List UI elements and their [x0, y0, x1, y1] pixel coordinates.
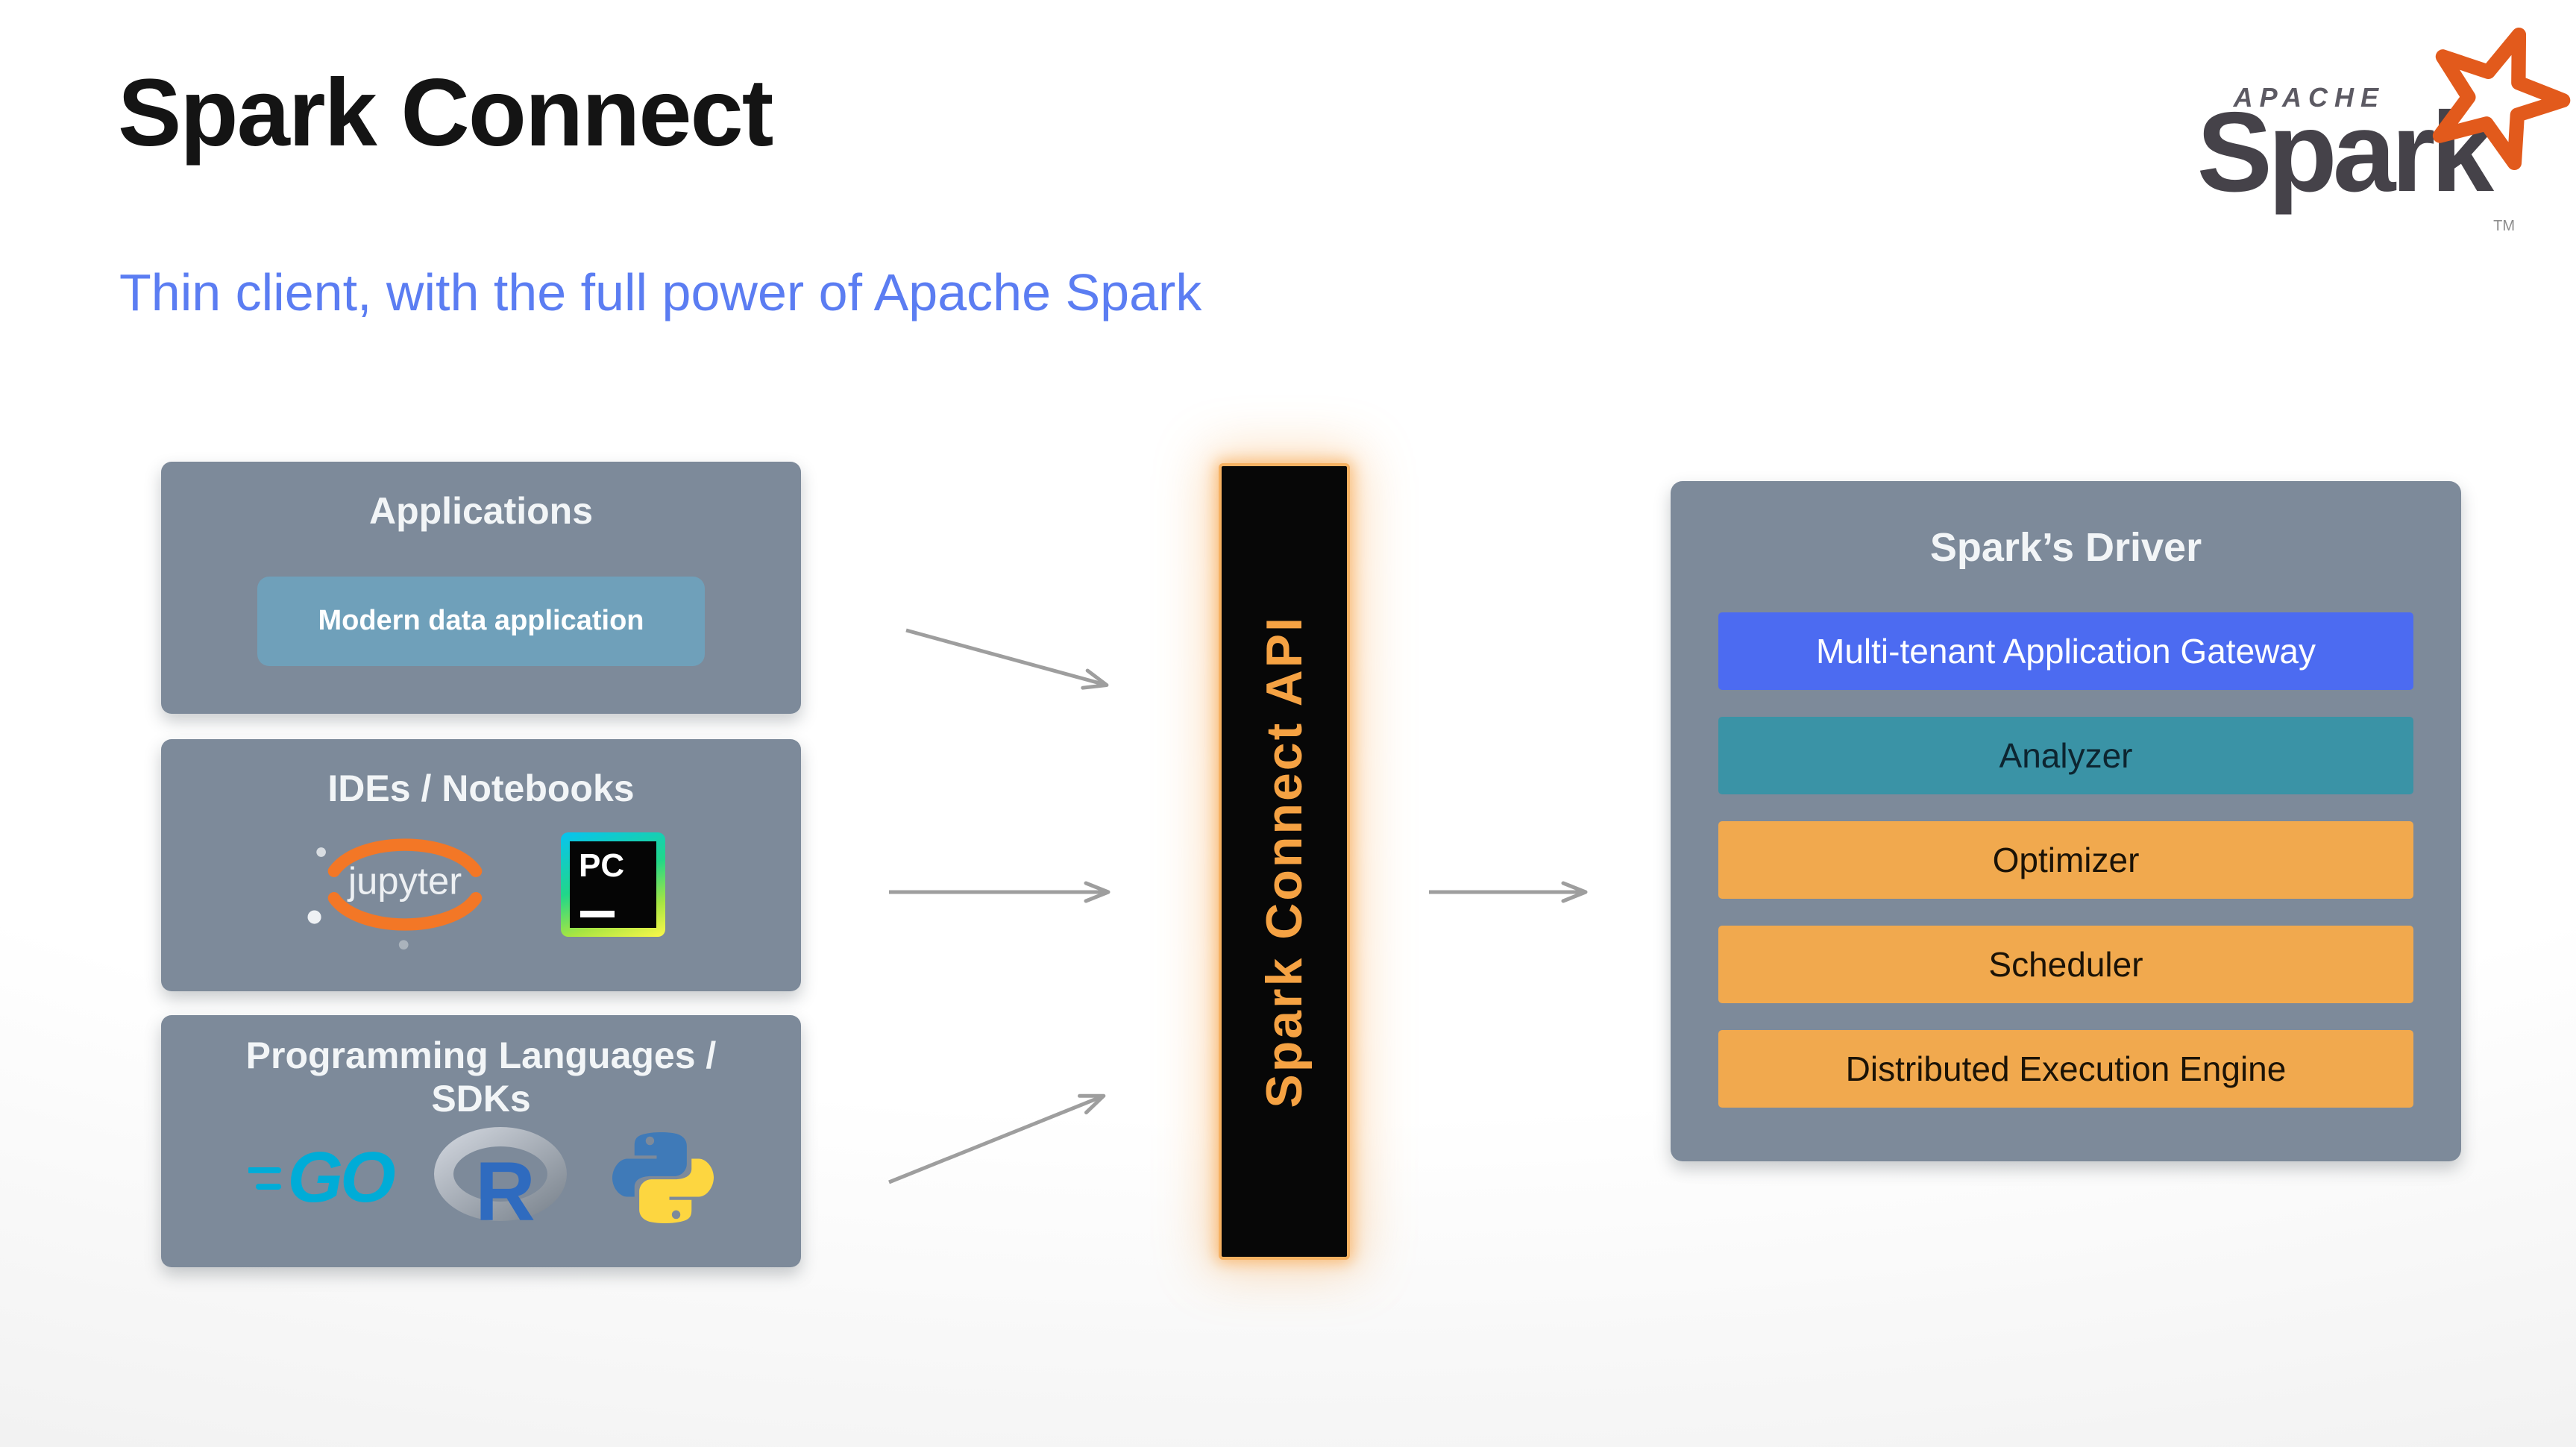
driver-layer-execution-engine: Distributed Execution Engine [1718, 1030, 2413, 1108]
spark-connect-api-label: Spark Connect API [1256, 615, 1313, 1108]
go-icon: GO [248, 1137, 396, 1219]
ide-icons-row: jupyter PC [297, 817, 665, 952]
spark-connect-api-bar: Spark Connect API [1219, 463, 1350, 1260]
applications-box: Applications Modern data application [161, 462, 801, 714]
logo-apache-text: APACHE [2233, 82, 2385, 113]
pycharm-icon-inner: PC [570, 841, 656, 928]
logo-trademark: TM [2493, 218, 2515, 234]
go-label: GO [287, 1137, 395, 1217]
driver-layer-gateway: Multi-tenant Application Gateway [1718, 612, 2413, 690]
applications-title: Applications [368, 490, 594, 532]
subtitle: Thin client, with the full power of Apac… [119, 263, 1202, 321]
apache-spark-logo: APACHE Spark TM [2130, 18, 2576, 249]
page-title: Spark Connect [118, 60, 773, 166]
r-language-icon: R [433, 1127, 567, 1234]
language-icons-row: GO R [248, 1122, 714, 1234]
go-speed-lines [248, 1167, 282, 1190]
jupyter-icon: jupyter [307, 838, 483, 950]
pycharm-underscore [580, 910, 615, 917]
logo-spark-wordmark: Spark [2196, 89, 2494, 216]
ides-notebooks-box: IDEs / Notebooks jupyter PC [161, 739, 801, 991]
arrow-languages [888, 1093, 1106, 1184]
driver-layer-scheduler: Scheduler [1718, 926, 2413, 1003]
spark-driver-box: Spark’s Driver Multi-tenant Application … [1671, 481, 2461, 1161]
driver-layers: Multi-tenant Application Gateway Analyze… [1718, 612, 2413, 1108]
languages-sdks-box: Programming Languages / SDKs GO R [161, 1015, 801, 1267]
pycharm-label: PC [579, 847, 625, 884]
ides-notebooks-title: IDEs / Notebooks [327, 768, 635, 809]
r-label: R [475, 1145, 535, 1234]
python-icon [612, 1131, 714, 1224]
spark-driver-title: Spark’s Driver [1929, 525, 2202, 570]
languages-sdks-title: Programming Languages / SDKs [245, 1035, 717, 1120]
arrow-applications [905, 628, 1109, 690]
spark-star-icon [2432, 27, 2571, 171]
driver-layer-analyzer: Analyzer [1718, 717, 2413, 794]
modern-data-application-chip: Modern data application [257, 576, 705, 666]
pycharm-icon: PC [561, 832, 665, 937]
jupyter-label: jupyter [347, 859, 462, 902]
driver-layer-optimizer: Optimizer [1718, 821, 2413, 899]
